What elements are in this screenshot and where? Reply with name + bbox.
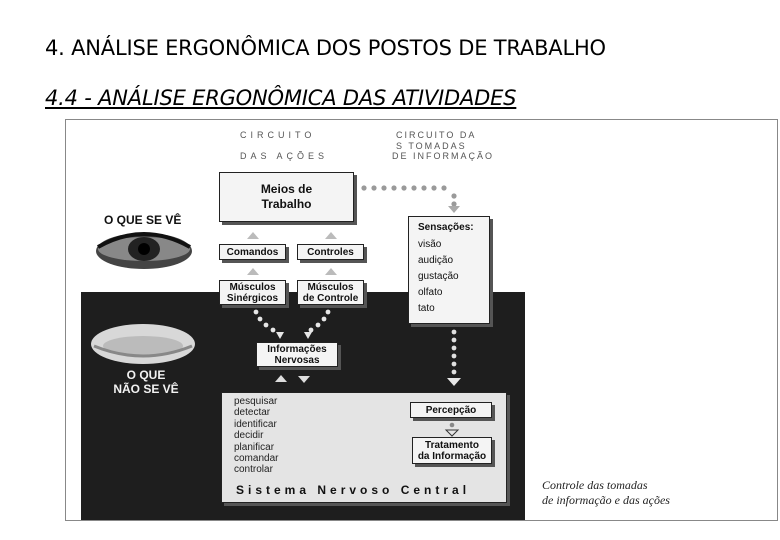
circuit-actions-line2: DAS AÇÕES [240, 151, 329, 161]
caption-line2: de informação e das ações [542, 493, 670, 507]
sensations-title: Sensações: [418, 222, 474, 233]
cns-action: comandar [234, 453, 279, 465]
cns-actions-list: pesquisar detectar identificar decidir p… [234, 396, 278, 476]
synergic-muscles-line1: Músculos [229, 282, 276, 293]
not-visible-label: O QUE NÃO SE VÊ [106, 368, 186, 396]
nervous-info-line1: Informações [267, 344, 327, 355]
work-means-line2: Trabalho [261, 197, 312, 211]
sensation-item: visão [418, 239, 442, 250]
information-processing-line1: Tratamento [425, 440, 479, 451]
cns-action: controlar [234, 464, 273, 476]
cns-action: pesquisar [234, 396, 278, 407]
arrow-down-processing [444, 429, 460, 437]
arrow-up-commands [247, 232, 259, 239]
synergic-muscles-box: Músculos Sinérgicos [219, 280, 286, 305]
cns-action: decidir [234, 430, 264, 442]
work-means-box: Meios de Trabalho [219, 172, 354, 222]
arrow-up-control-muscles [325, 268, 337, 275]
sensation-item: tato [418, 303, 435, 314]
commands-box: Comandos [219, 244, 286, 260]
eye-open-icon [96, 232, 192, 269]
not-visible-line2: NÃO SE VÊ [113, 382, 179, 396]
sensation-item: audição [418, 255, 454, 266]
dotted-path-right [451, 329, 457, 375]
control-muscles-line2: de Controle [302, 293, 359, 304]
circuit-actions-line1: CIRCUITO [240, 130, 316, 140]
synergic-muscles-line2: Sinérgicos [226, 293, 279, 304]
not-visible-line1: O QUE [126, 368, 166, 382]
circuit-info-line1: CIRCUITO DA [396, 130, 477, 140]
page-subheading: 4.4 - ANÁLISE ERGONÔMICA DAS ATIVIDADES [45, 86, 517, 110]
cns-title: Sistema Nervoso Central [236, 483, 471, 497]
nervous-info-line2: Nervosas [274, 355, 320, 366]
controls-box: Controles [297, 244, 364, 260]
cns-action: detectar [234, 407, 271, 419]
nervous-info-box: Informações Nervosas [256, 342, 338, 367]
information-processing-line2: da Informação [417, 451, 487, 462]
dotted-curves-muscles [253, 309, 331, 333]
arrow-up-controls [325, 232, 337, 239]
arrow-down-perception [447, 378, 461, 386]
cns-action: planificar [234, 441, 275, 453]
control-muscles-box: Músculos de Controle [297, 280, 364, 305]
arrow-up-info [275, 375, 287, 382]
arrow-down-sensations [448, 206, 460, 213]
diagram-caption: Controle das tomadas de informação e das… [542, 478, 670, 508]
dotted-path-top [361, 185, 457, 207]
control-muscles-line1: Músculos [307, 282, 354, 293]
sensations-box: Sensações: visão audição gustação olfato… [408, 216, 490, 324]
page-heading: 4. ANÁLISE ERGONÔMICA DOS POSTOS DE TRAB… [45, 36, 606, 60]
eye-closed-icon [91, 324, 195, 364]
caption-line1: Controle das tomadas [542, 478, 648, 492]
visible-label: O QUE SE VÊ [104, 213, 182, 227]
diagram-connectors [247, 185, 461, 437]
information-processing-box: Tratamento da Informação [412, 437, 492, 464]
circuit-info-line2: S TOMADAS [396, 141, 467, 151]
ergonomics-diagram: CIRCUITO DAS AÇÕES CIRCUITO DA S TOMADAS… [65, 119, 778, 521]
work-means-line1: Meios de [260, 182, 313, 196]
arrow-up-synergic [247, 268, 259, 275]
perception-box: Percepção [410, 402, 492, 418]
arrow-down-info [298, 376, 310, 383]
sensation-item: gustação [418, 271, 459, 282]
cns-action: identificar [234, 418, 277, 430]
sensation-item: olfato [418, 287, 443, 298]
circuit-info-line3: DE INFORMAÇÃO [392, 151, 495, 161]
